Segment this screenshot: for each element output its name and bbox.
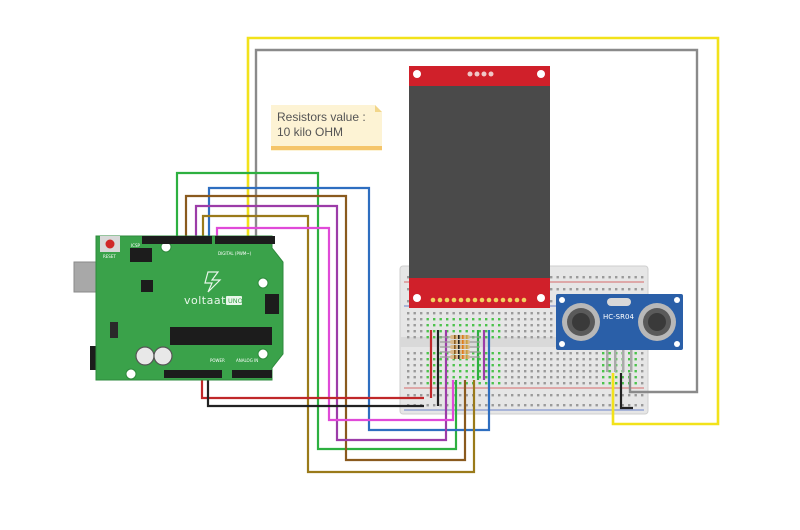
power-header xyxy=(164,370,222,378)
reset-button-cap xyxy=(105,239,115,249)
digital-label: DIGITAL (PWM~) xyxy=(218,251,252,256)
resistor-array xyxy=(440,335,480,359)
display-bottom-pins xyxy=(430,297,527,303)
icsp-label: ICSP xyxy=(131,243,141,248)
crystal xyxy=(607,298,631,306)
wires xyxy=(175,36,720,474)
note-line-1: Resistors value : xyxy=(277,110,366,124)
digital-header-right xyxy=(215,236,275,244)
resistor-note: Resistors value : 10 kilo OHM xyxy=(271,105,382,151)
wire-black-power xyxy=(206,374,424,408)
voltaat-logo-icon xyxy=(204,271,222,293)
wire-gray xyxy=(254,48,699,394)
sensor-pins xyxy=(606,350,633,372)
model-label: UNO xyxy=(228,297,243,305)
display-top-pads xyxy=(467,71,494,77)
wire-black-sensor xyxy=(619,373,633,410)
wire-purple xyxy=(194,204,448,442)
wire-brown xyxy=(184,194,467,462)
microcontroller-chip xyxy=(170,327,272,345)
wire-yellow xyxy=(246,36,720,426)
analog-label: ANALOG IN xyxy=(236,358,258,363)
brand-label: voltaat xyxy=(184,294,226,307)
note-line-2: 10 kilo OHM xyxy=(277,125,343,139)
wire-olive xyxy=(201,214,476,474)
ultrasonic-sensor: HC-SR04 xyxy=(556,294,683,372)
sensor-label: HC-SR04 xyxy=(603,313,634,321)
tft-display xyxy=(409,66,550,308)
power-label: POWER xyxy=(210,358,225,363)
analog-header xyxy=(232,370,272,378)
transducer-right xyxy=(638,303,676,341)
wire-red-power xyxy=(200,374,424,400)
arduino-board: RESET ICSP DIGITAL (PWM~) POWER ANALOG I… xyxy=(73,235,284,381)
transducer-left xyxy=(562,303,600,341)
capacitor-2 xyxy=(153,346,173,366)
capacitor-1 xyxy=(135,346,155,366)
wire-green xyxy=(175,171,458,451)
display-screen xyxy=(409,86,550,278)
reset-label: RESET xyxy=(103,254,116,259)
digital-header-left xyxy=(142,236,212,244)
wire-magenta xyxy=(215,226,455,422)
